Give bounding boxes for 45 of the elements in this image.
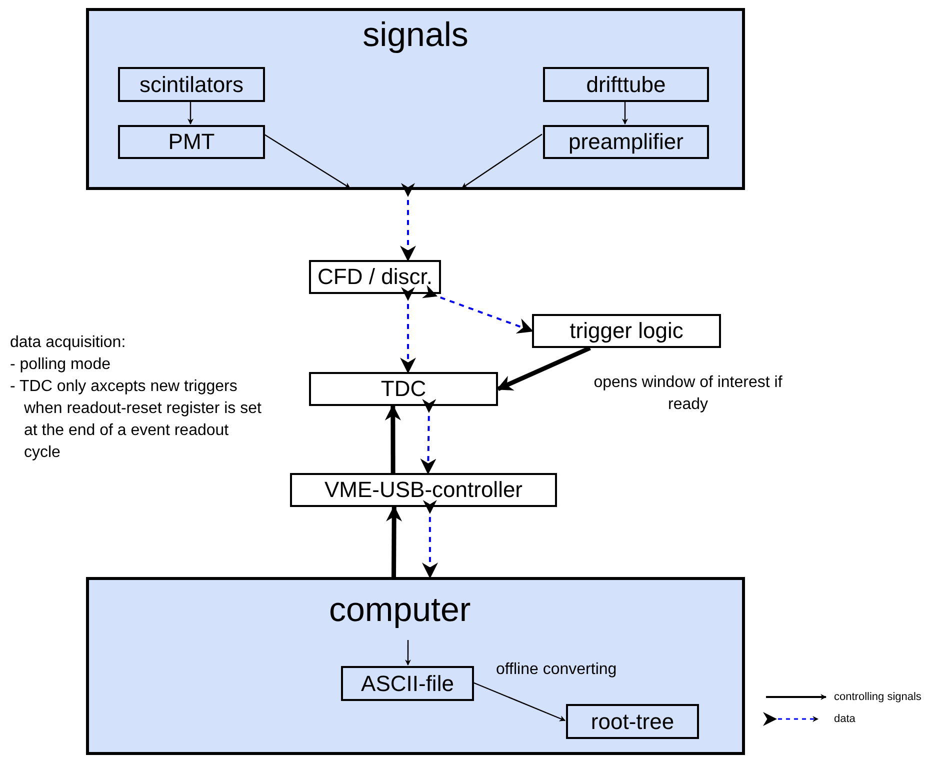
box-label: PMT [168,129,215,155]
process-box [532,314,721,348]
box-label: drifttube [586,72,666,98]
box-label: root-tree [590,708,674,734]
arrow [400,183,416,262]
group-panel [86,8,745,190]
box-label: preamplifier [568,129,684,155]
process-box [543,125,709,159]
note-text: - TDC only axcepts new triggers when readout-reset register is set at the end of a event readout cycle [10,377,262,463]
edge-label: opens window of interest if ready [592,373,784,415]
arrow [422,500,438,579]
process-box [290,473,557,507]
group-panel [86,577,745,755]
process-box [118,67,265,102]
arrow [472,682,566,722]
process-box [309,260,441,294]
box-label: CFD / discr. [318,264,432,290]
arrow [422,285,534,334]
edge-label: offline converting [496,660,617,680]
arrow [400,287,416,374]
process-box [543,67,709,102]
legend-text: controlling signals [834,690,922,704]
note-text: - polling mode [10,355,112,375]
process-box [566,704,699,739]
box-label: ASCII-file [361,670,454,696]
arrow [462,134,542,188]
arrow [496,346,591,392]
process-box [118,125,265,159]
process-box [309,372,498,406]
panel-title: signals [362,15,470,55]
box-label: scintilators [140,72,244,98]
arrow [420,398,436,475]
box-label: trigger logic [570,318,684,344]
legend-text: data [834,712,856,726]
arrow [264,134,350,188]
arrow [384,404,401,473]
arrow [404,640,411,666]
note-text: data acquisition: [10,333,127,353]
process-box [341,666,474,701]
arrow [622,101,628,125]
box-label: TDC [380,376,426,402]
box-label: VME-USB-controller [324,477,523,503]
arrow [386,505,402,577]
panel-title: computer [329,590,471,630]
arrow [188,101,194,125]
